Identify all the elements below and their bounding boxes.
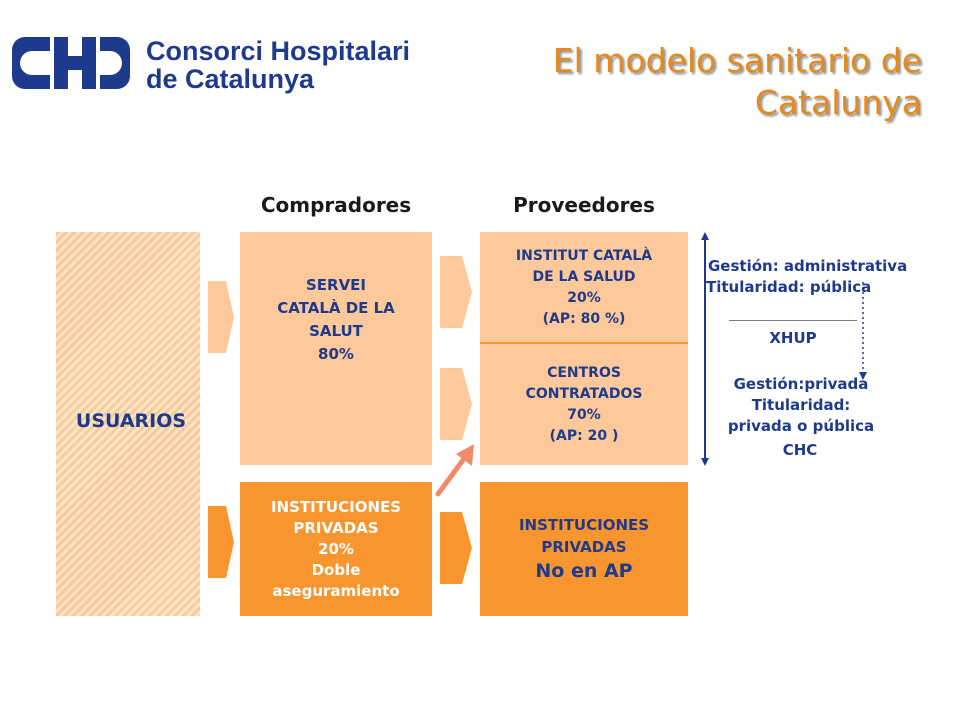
gestion-administrativa-label: Gestión: administrativa [708,257,908,275]
separator-line [729,320,857,321]
box-text: (AP: 80 %) [542,311,626,327]
box-text: CENTROS [547,364,621,381]
box-text: INSTITUCIONES [270,497,402,516]
column-header-buyers: Compradores [260,193,412,217]
box-percent: 70% [567,406,601,423]
chc-logo-icon [12,37,130,89]
box-text: CATALÀ DE LA [277,299,395,317]
titularidad-label: Titularidad: [751,396,851,414]
logo-name-line2: de Catalunya [146,64,315,94]
chc-label: CHC [782,441,818,459]
centros-contratados-box: CENTROS CONTRATADOS 70% (AP: 20 ) [480,344,688,465]
dotted-arrow-icon [859,282,867,380]
box-percent: 20% [567,290,601,306]
box-text: aseguramiento [272,581,400,600]
chevron-arrow-icon [208,281,234,353]
instituciones-privadas-buyer-box: INSTITUCIONES PRIVADAS 20% Doble asegura… [240,482,432,616]
column-header-providers: Proveedores [513,193,655,217]
usuarios-label: USUARIOS [75,410,187,432]
box-divider [480,342,688,344]
double-arrow-line-icon [701,232,709,466]
chevron-arrow-icon [440,368,472,440]
box-text: No en AP [535,560,633,582]
titularidad-publica-label: Titularidad: pública [706,278,872,296]
diagonal-arrow-icon [435,444,474,497]
box-text: PRIVADAS [293,518,379,537]
box-text: (AP: 20 ) [549,427,619,444]
titularidad-value: privada o pública [727,417,875,435]
page-title-line1: El modelo sanitario de [552,41,922,80]
box-percent: 80% [318,345,354,363]
gestion-privada-label: Gestión:privada [733,375,869,393]
box-text: SERVEI [305,276,367,294]
xhup-label: XHUP [769,329,817,347]
box-text: CONTRATADOS [525,385,643,402]
page-title-line2: Catalunya [754,83,922,122]
box-text: Doble [311,560,361,579]
institut-catala-salud-box: INSTITUT CATALÀ DE LA SALUD 20% (AP: 80 … [480,232,688,344]
box-text: INSTITUCIONES [518,516,650,534]
instituciones-privadas-provider-box: INSTITUCIONES PRIVADAS No en AP [480,482,688,616]
chevron-arrow-icon [440,512,472,584]
box-text: INSTITUT CATALÀ [515,248,653,264]
logo-name-line1: Consorci Hospitalari [146,36,411,66]
chevron-arrow-icon [440,256,472,328]
box-text: PRIVADAS [541,538,627,556]
box-percent: 20% [318,539,354,558]
usuarios-bar [56,232,200,616]
box-text: SALUT [309,322,363,340]
servei-catala-salut-box: SERVEI CATALÀ DE LA SALUT 80% [240,232,432,465]
chevron-arrow-icon [208,506,234,578]
box-text: DE LA SALUD [532,269,636,285]
